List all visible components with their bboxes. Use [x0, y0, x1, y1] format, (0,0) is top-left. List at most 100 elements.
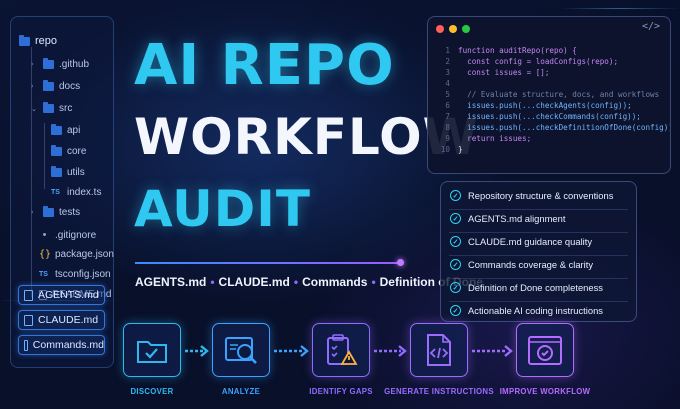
- folder-icon: [43, 58, 54, 69]
- code-magnifier-icon: [221, 330, 261, 370]
- code-text: const issues = [];: [458, 68, 550, 77]
- check-circle-icon: ✓: [450, 236, 461, 247]
- checklist-item: ✓Actionable AI coding instructions: [450, 305, 603, 316]
- tree-guide-line: [44, 123, 45, 189]
- subtitle-separator: •: [210, 275, 215, 289]
- checklist-label: CLAUDE.md guidance quality: [468, 236, 593, 247]
- line-number: 6: [445, 101, 450, 110]
- folder-icon: [43, 206, 54, 217]
- code-text: issues.push(...checkAgents(config));: [458, 101, 632, 110]
- check-circle-icon: ✓: [450, 259, 461, 270]
- code-line: 10}: [434, 144, 670, 155]
- title-line-2: WORKFLOW: [134, 108, 479, 166]
- tree-item-label: .gitignore: [55, 229, 97, 241]
- tree-item-label: src: [59, 103, 73, 114]
- tree-item-commands-md[interactable]: Commands.md: [18, 335, 105, 355]
- clipboard-warning-icon: [321, 330, 361, 370]
- code-document-icon: [419, 330, 459, 370]
- code-line: 4: [434, 78, 670, 89]
- typescript-icon: TS: [51, 189, 60, 196]
- check-circle-icon: ✓: [450, 282, 461, 293]
- workflow-step: [516, 323, 574, 377]
- checklist-label: AGENTS.md alignment: [468, 213, 566, 224]
- chevron-right-icon: ›: [31, 83, 34, 90]
- tree-item-label: docs: [59, 81, 81, 92]
- checklist-divider: [449, 232, 628, 233]
- checklist-label: Commands coverage & clarity: [468, 259, 594, 270]
- markdown-icon: [39, 289, 47, 300]
- json-icon: {}: [39, 249, 52, 260]
- arrow-right-icon: [470, 344, 513, 357]
- tree-item-label: tsconfig.json: [55, 269, 111, 280]
- tree-item-api[interactable]: api: [51, 124, 81, 136]
- code-line: 6 issues.push(...checkAgents(config));: [434, 100, 670, 111]
- tree-item-package-json[interactable]: {} package.json: [39, 249, 114, 260]
- checklist-divider: [449, 278, 628, 279]
- tree-item-tests[interactable]: › tests: [31, 206, 80, 218]
- subtitle: AGENTS.md•CLAUDE.md•Commands•Definition …: [135, 275, 483, 289]
- arrow-right-icon: [372, 344, 407, 357]
- tree-item-claude-md[interactable]: CLAUDE.md: [18, 310, 105, 330]
- checklist-item: ✓ CLAUDE.md guidance quality: [450, 236, 592, 247]
- tree-item-label: api: [67, 125, 81, 136]
- code-line: 2 const config = loadConfigs(repo);: [434, 56, 670, 67]
- chevron-right-icon: ›: [31, 209, 34, 216]
- tree-item-label: utils: [67, 167, 85, 178]
- tree-item-src[interactable]: ⌄ src: [31, 102, 73, 114]
- subtitle-item: AGENTS.md: [135, 275, 207, 289]
- code-text: issues.push(...checkCommands(config));: [458, 112, 641, 121]
- folder-icon: [19, 34, 30, 46]
- divider-dot: [397, 259, 404, 266]
- window-check-icon: [525, 330, 565, 370]
- document-icon: [24, 339, 28, 351]
- line-number: 9: [445, 134, 450, 143]
- checklist-label: Repository structure & conventions: [468, 190, 614, 201]
- tree-item-github[interactable]: › .github: [31, 58, 89, 70]
- gear-icon: •: [42, 229, 47, 241]
- code-line: 3 const issues = [];: [434, 67, 670, 78]
- tree-item-agents-md[interactable]: AGENTS.md: [18, 285, 105, 305]
- maximize-dot[interactable]: [462, 25, 470, 33]
- tree-item-index-ts[interactable]: TS index.ts: [51, 187, 101, 198]
- checklist-divider: [449, 301, 628, 302]
- code-text: }: [458, 145, 463, 154]
- tree-guide-line: [31, 47, 32, 297]
- code-icon: </>: [641, 21, 660, 32]
- title-divider: [135, 262, 400, 264]
- tree-item-repo[interactable]: repo: [19, 34, 57, 47]
- tree-item-tsconfig[interactable]: TS tsconfig.json: [39, 269, 111, 280]
- check-circle-icon: ✓: [450, 190, 461, 201]
- tree-item-docs[interactable]: › docs: [31, 80, 81, 92]
- workflow-step: [312, 323, 370, 377]
- tree-item-gitignore[interactable]: • .gitignore: [39, 229, 97, 241]
- line-number: 4: [445, 79, 450, 88]
- workflow-step-label: ANALYZE: [221, 387, 261, 396]
- checklist-label: Actionable AI coding instructions: [468, 305, 603, 316]
- chevron-down-icon: ⌄: [31, 105, 37, 113]
- minimize-dot[interactable]: [449, 25, 457, 33]
- workflow-step-label: IMPROVE WORKFLOW: [499, 387, 591, 396]
- code-text: issues.push(...checkDefinitionOfDone(con…: [458, 123, 671, 132]
- checklist-item: ✓ Commands coverage & clarity: [450, 259, 593, 270]
- subtitle-separator: •: [293, 275, 299, 289]
- workflow-step: [123, 323, 181, 377]
- tree-item-label: index.ts: [67, 187, 102, 198]
- workflow-step-label: GENERATE INSTRUCTIONS: [384, 387, 494, 396]
- workflow-step: [212, 323, 270, 377]
- code-line: 9 return issues;: [434, 133, 670, 144]
- title-line-1: AI REPO: [134, 33, 395, 98]
- close-dot[interactable]: [436, 25, 444, 33]
- tree-item-readme[interactable]: README.md: [39, 289, 111, 300]
- line-number: 10: [440, 145, 450, 154]
- arrow-right-icon: [183, 344, 209, 357]
- folder-icon: [43, 80, 54, 91]
- line-number: 3: [445, 68, 450, 77]
- tree-item-utils[interactable]: utils: [51, 166, 85, 178]
- tree-item-core[interactable]: core: [51, 145, 86, 157]
- tree-item-label: README.md: [52, 289, 112, 300]
- code-line: 8 issues.push(...checkDefinitionOfDone(c…: [434, 122, 671, 133]
- file-tree-panel: repo › .github › docs ⌄ src api core uti…: [10, 16, 114, 368]
